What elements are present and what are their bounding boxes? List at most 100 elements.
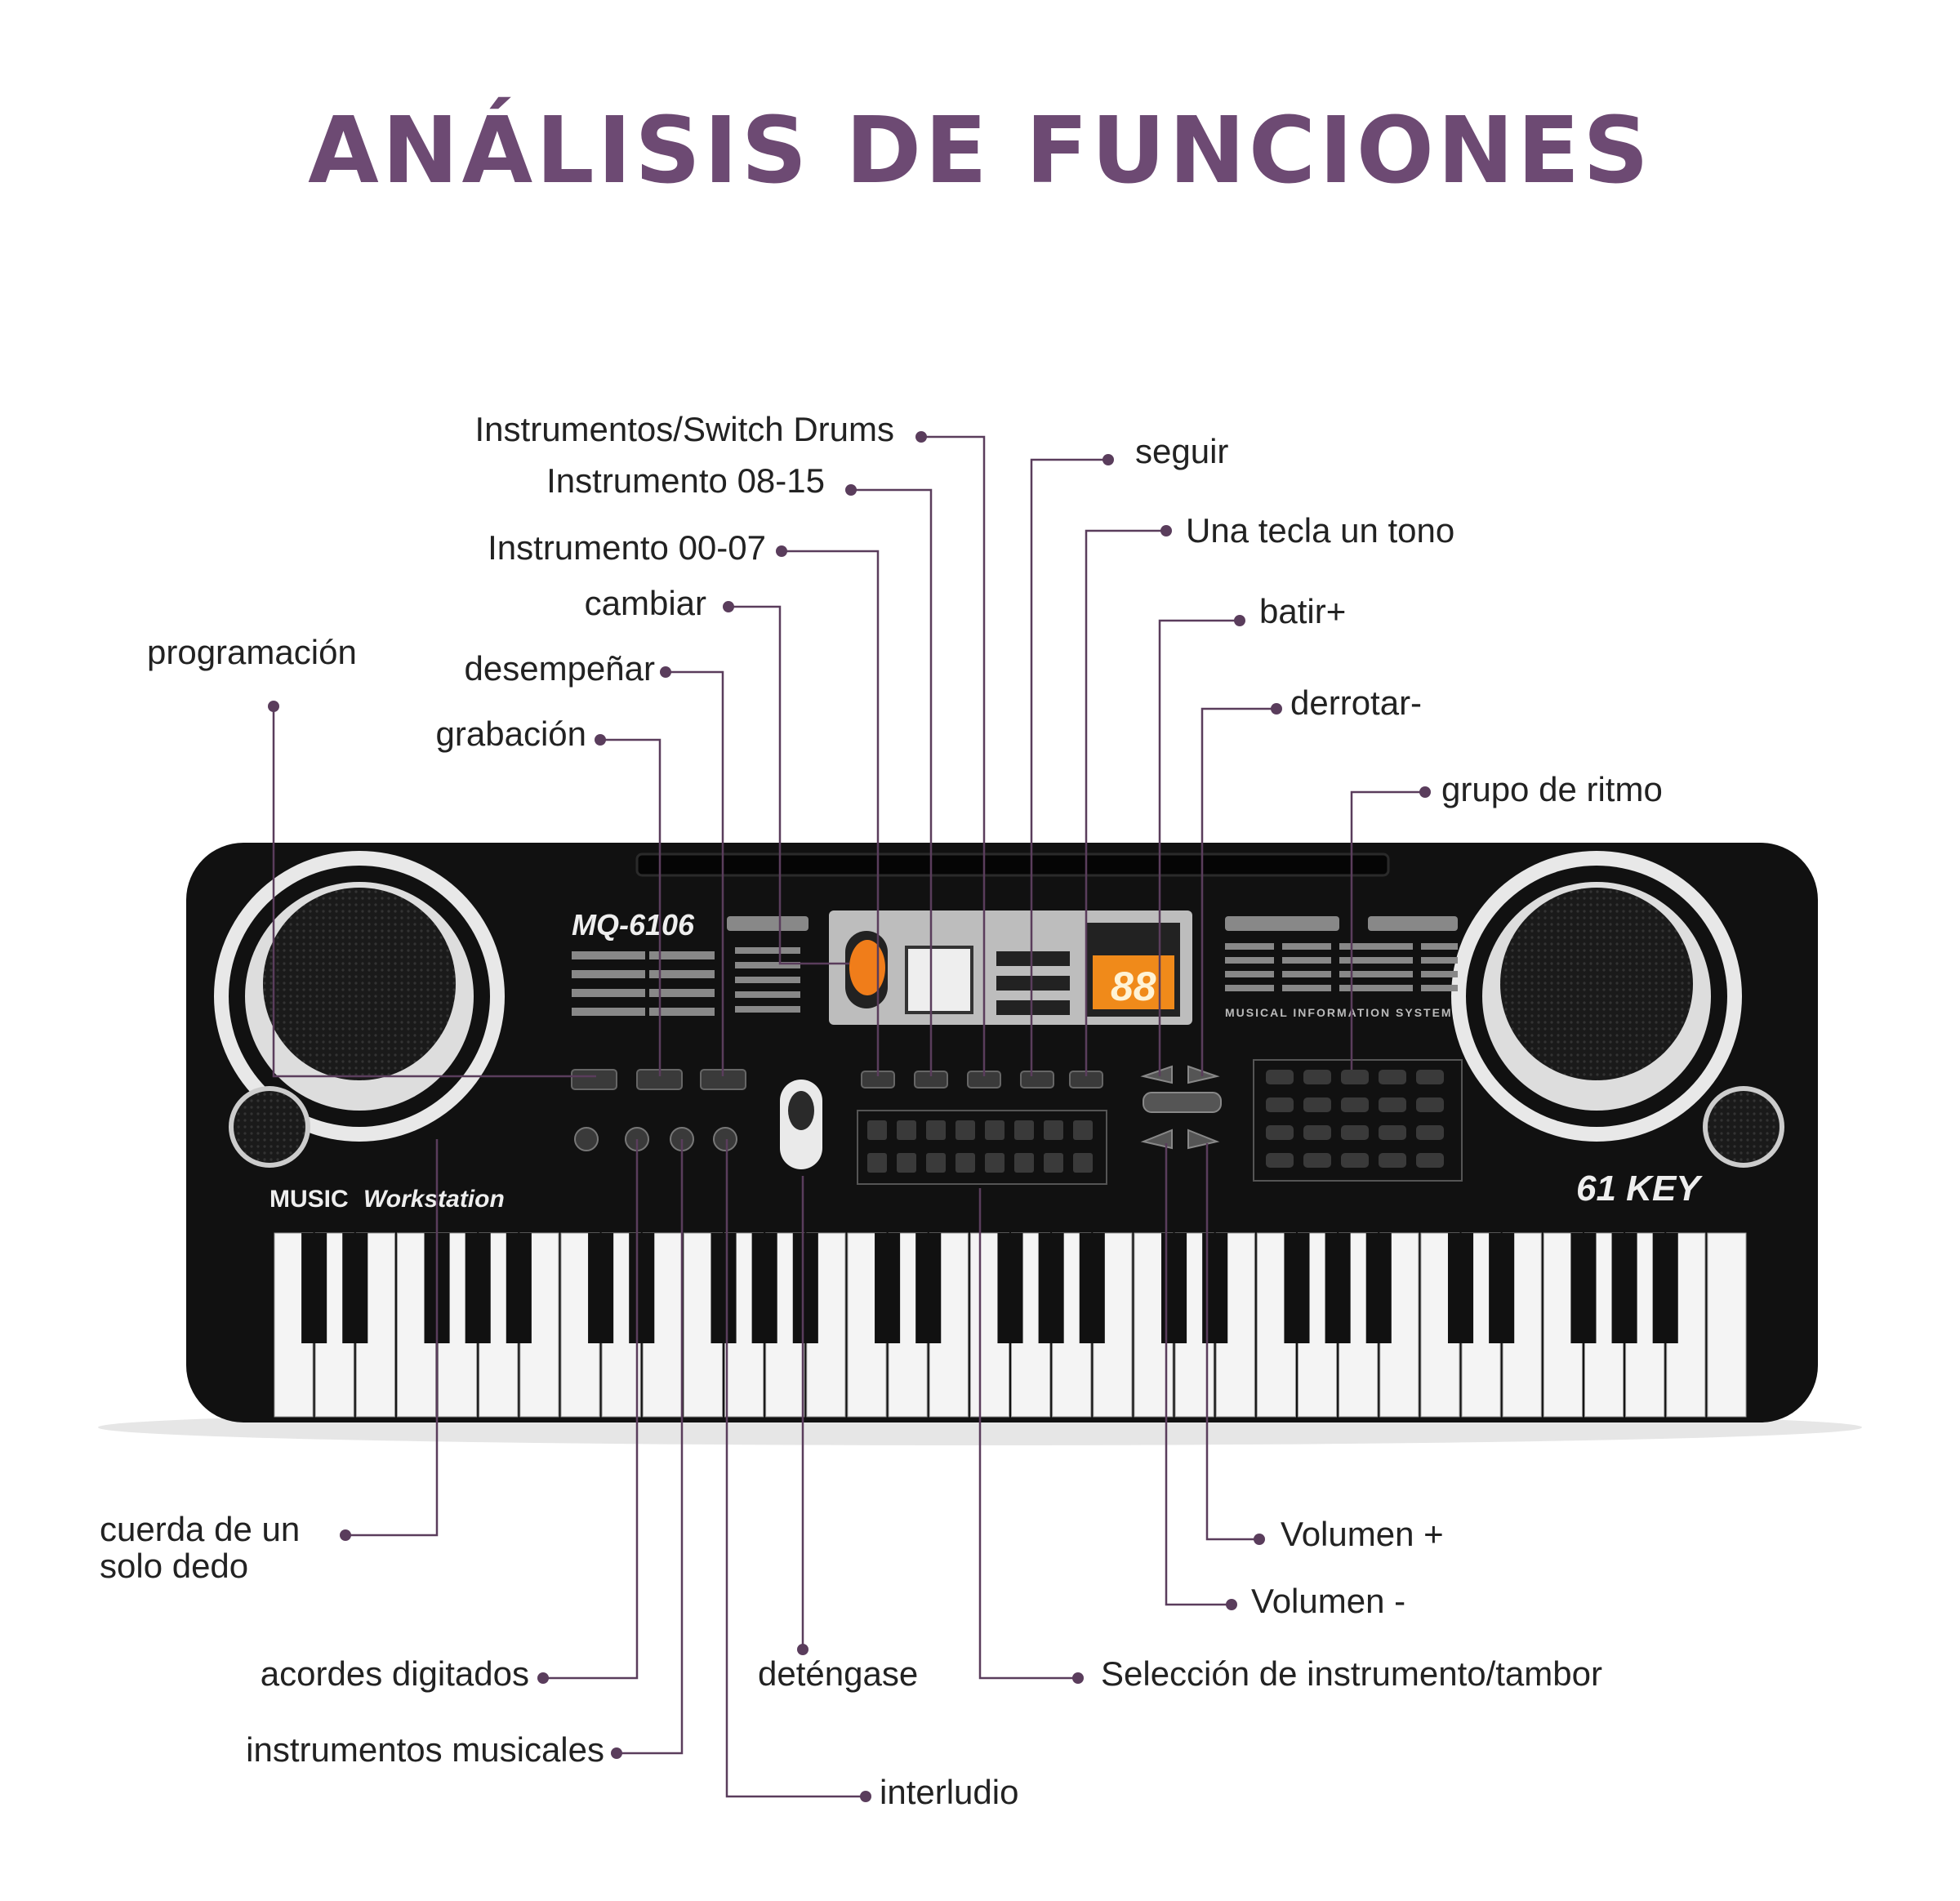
rhythm-button[interactable] <box>1416 1097 1444 1112</box>
brand-music: MUSIC <box>270 1186 349 1213</box>
rhythm-button[interactable] <box>1303 1097 1331 1112</box>
left-speaker <box>214 851 505 1142</box>
black-key[interactable] <box>1489 1233 1515 1343</box>
black-key[interactable] <box>997 1233 1023 1343</box>
label-instrumento-08-15: Instrumento 08-15 <box>546 461 825 500</box>
program-button[interactable] <box>571 1069 617 1090</box>
instrument-button[interactable] <box>867 1120 887 1140</box>
brand-workstation: Workstation <box>363 1186 505 1213</box>
black-key[interactable] <box>1570 1233 1597 1343</box>
label-derrotar: derrotar- <box>1290 683 1423 722</box>
label-batir: batir+ <box>1259 592 1347 630</box>
black-key[interactable] <box>629 1233 655 1343</box>
black-key[interactable] <box>875 1233 901 1343</box>
rhythm-button[interactable] <box>1303 1153 1331 1168</box>
instrument-button[interactable] <box>985 1120 1004 1140</box>
instrument-button[interactable] <box>1073 1120 1093 1140</box>
rhythm-button[interactable] <box>1303 1125 1331 1140</box>
label-grupo-ritmo: grupo de ritmo <box>1441 770 1663 808</box>
black-key[interactable] <box>1038 1233 1064 1343</box>
black-key[interactable] <box>710 1233 737 1343</box>
white-key[interactable] <box>1707 1232 1747 1418</box>
label-cuerda-2: solo dedo <box>100 1547 249 1585</box>
stop-button[interactable] <box>780 1080 822 1169</box>
right-legend-panel <box>1225 916 1458 991</box>
top-button-row <box>571 1069 1103 1090</box>
label-grabacion: grabación <box>435 715 586 753</box>
instrument-button[interactable] <box>985 1153 1004 1173</box>
instrument-button[interactable] <box>1014 1153 1034 1173</box>
black-key[interactable] <box>792 1233 818 1343</box>
follow-button[interactable] <box>1020 1071 1054 1089</box>
instrument-button[interactable] <box>956 1120 975 1140</box>
music-rest-slot <box>635 853 1390 877</box>
instrument-button[interactable] <box>1014 1120 1034 1140</box>
label-acordes: acordes digitados <box>260 1654 529 1693</box>
black-key[interactable] <box>915 1233 942 1343</box>
rhythm-button[interactable] <box>1266 1153 1294 1168</box>
label-instrumentos-musicales: instrumentos musicales <box>246 1730 604 1769</box>
rhythm-button[interactable] <box>1266 1070 1294 1084</box>
instrument-button[interactable] <box>926 1153 946 1173</box>
rhythm-button[interactable] <box>1341 1153 1369 1168</box>
page-title: ANÁLISIS DE FUNCIONES <box>308 98 1652 204</box>
black-key[interactable] <box>1611 1233 1637 1343</box>
rhythm-button[interactable] <box>1416 1153 1444 1168</box>
black-key[interactable] <box>1652 1233 1678 1343</box>
key-count-badge: 61 KEY <box>1576 1169 1703 1209</box>
volume-down-button[interactable] <box>1140 1129 1173 1150</box>
instrument-buttons <box>867 1120 1093 1173</box>
black-key[interactable] <box>1079 1233 1105 1343</box>
black-key[interactable] <box>1325 1233 1351 1343</box>
instrument-button[interactable] <box>1073 1153 1093 1173</box>
label-cambiar: cambiar <box>584 584 706 622</box>
rhythm-button[interactable] <box>1379 1070 1406 1084</box>
label-una-tecla: Una tecla un tono <box>1186 511 1455 550</box>
rhythm-button[interactable] <box>1379 1125 1406 1140</box>
label-volumen-mas: Volumen + <box>1281 1515 1444 1553</box>
rhythm-button[interactable] <box>1303 1070 1331 1084</box>
rhythm-button[interactable] <box>1341 1097 1369 1112</box>
black-key[interactable] <box>751 1233 777 1343</box>
info-system-label: MUSICAL INFORMATION SYSTEM <box>1225 1006 1453 1019</box>
instrument-button[interactable] <box>897 1153 916 1173</box>
black-key[interactable] <box>506 1233 532 1343</box>
instrument-button[interactable] <box>867 1153 887 1173</box>
instrument-button[interactable] <box>897 1120 916 1140</box>
rhythm-button[interactable] <box>1379 1153 1406 1168</box>
rhythm-button[interactable] <box>1266 1097 1294 1112</box>
power-button <box>849 940 885 995</box>
rhythm-button[interactable] <box>1341 1125 1369 1140</box>
instrument-button[interactable] <box>926 1120 946 1140</box>
black-key[interactable] <box>342 1233 368 1343</box>
right-speaker <box>1451 851 1742 1142</box>
left-small-speaker <box>229 1086 310 1168</box>
instrument-button[interactable] <box>1044 1120 1063 1140</box>
single-finger-button[interactable] <box>574 1127 599 1151</box>
black-key[interactable] <box>588 1233 614 1343</box>
black-key[interactable] <box>465 1233 491 1343</box>
black-key[interactable] <box>1365 1233 1392 1343</box>
volume-up-button[interactable] <box>1187 1129 1220 1150</box>
instrument-button[interactable] <box>1044 1153 1063 1173</box>
rhythm-button[interactable] <box>1379 1097 1406 1112</box>
rhythm-button[interactable] <box>1416 1070 1444 1084</box>
rhythm-buttons <box>1266 1070 1444 1168</box>
display-digits: 88 <box>1111 964 1156 1009</box>
rhythm-button[interactable] <box>1266 1125 1294 1140</box>
label-instrumento-00-07: Instrumento 00-07 <box>488 528 766 567</box>
rhythm-button[interactable] <box>1416 1125 1444 1140</box>
rhythm-button[interactable] <box>1341 1070 1369 1084</box>
instrument-button[interactable] <box>956 1153 975 1173</box>
tempo-up-button[interactable] <box>1140 1065 1173 1084</box>
instrument-select-grid <box>857 1110 1107 1185</box>
black-key[interactable] <box>301 1233 327 1343</box>
display-panel: 88 <box>829 910 1192 1025</box>
black-key[interactable] <box>1284 1233 1310 1343</box>
model-name: MQ-6106 <box>572 908 695 942</box>
black-key[interactable] <box>1447 1233 1474 1343</box>
interlude-button[interactable] <box>713 1127 737 1151</box>
tempo-volume-controls <box>1140 1065 1222 1150</box>
